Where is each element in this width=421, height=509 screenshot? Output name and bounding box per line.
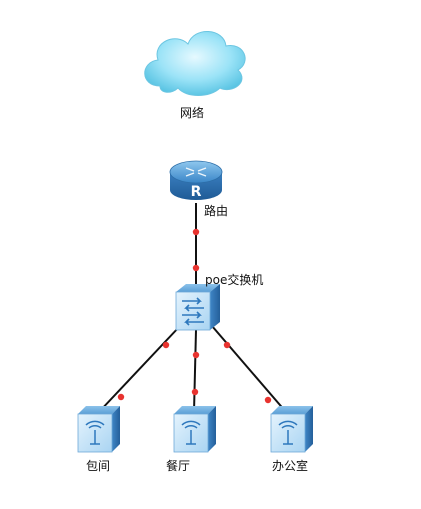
switch-label: poe交换机 [205, 273, 264, 287]
router-label: 路由 [204, 204, 229, 218]
port-dot [192, 264, 200, 272]
wireless-ap-icon[interactable] [270, 406, 313, 453]
switch-icon[interactable] [175, 284, 220, 331]
link-switch-ap2 [193, 329, 197, 413]
router-glyph: R [191, 184, 202, 200]
wireless-ap-icon[interactable] [173, 406, 216, 453]
port-dot [191, 388, 199, 396]
port-dot [192, 351, 200, 359]
wireless-ap-icon[interactable] [77, 406, 120, 453]
port-dot [117, 393, 125, 401]
port-dot [223, 341, 231, 349]
cloud-label: 网络 [180, 106, 205, 120]
link-switch-ap1 [97, 325, 181, 414]
ap1-label: 包间 [86, 459, 111, 473]
ap2-label: 餐厅 [166, 459, 191, 473]
link-switch-ap3 [211, 325, 287, 413]
port-dot [264, 396, 272, 404]
port-dot [162, 341, 170, 349]
router-icon[interactable]: R [169, 160, 223, 200]
cloud-icon[interactable] [144, 31, 246, 96]
ap3-label: 办公室 [272, 459, 309, 473]
links [97, 203, 287, 414]
port-dot [192, 228, 200, 236]
port-dots [117, 228, 272, 404]
